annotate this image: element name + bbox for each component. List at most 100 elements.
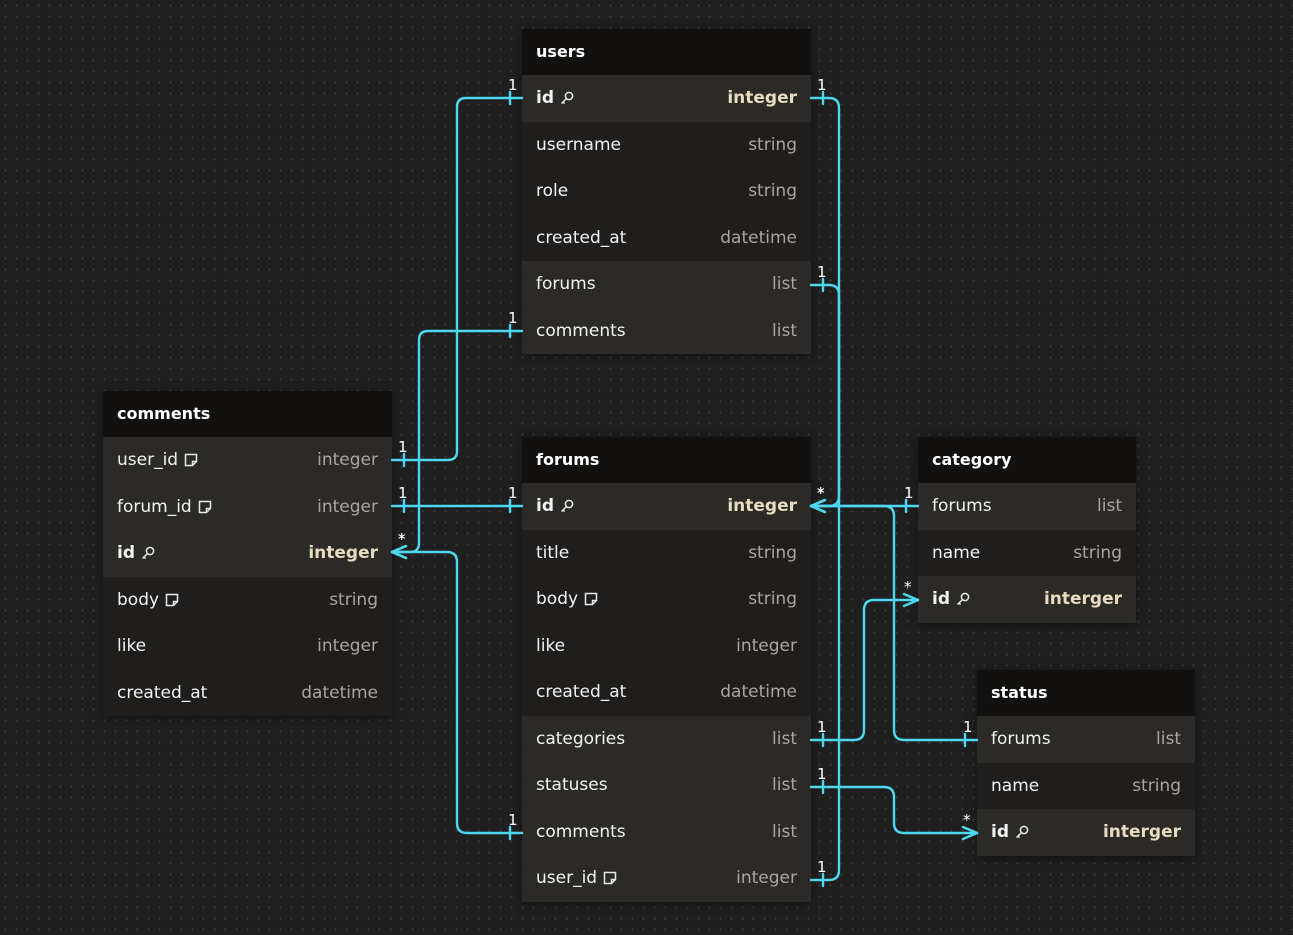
field-name-text: user_id: [536, 868, 598, 889]
key-icon: [1014, 824, 1030, 840]
cardinality-label: *: [817, 484, 825, 502]
cardinality-label: 1: [508, 309, 518, 327]
cardinality-label: *: [817, 484, 825, 502]
field-type: list: [772, 821, 797, 842]
field-type: string: [748, 181, 797, 202]
cardinality-label: *: [398, 530, 406, 548]
cardinality-label: 1: [904, 484, 914, 502]
field-row-comments[interactable]: comments list: [522, 808, 811, 855]
crowfoot-mark: [390, 544, 408, 554]
key-icon: [955, 591, 971, 607]
field-type: integer: [317, 496, 378, 517]
edge-forums-statuses-status-id: [809, 785, 979, 835]
field-type: integer: [317, 450, 378, 471]
field-row-id[interactable]: id integer: [522, 483, 811, 530]
key-icon: [559, 498, 575, 514]
field-name: name: [932, 543, 980, 563]
field-type: integer: [317, 636, 378, 657]
field-type: integer: [727, 496, 797, 517]
field-name-text: name: [991, 775, 1040, 796]
table-header: forums: [522, 437, 811, 483]
note-icon[interactable]: [164, 592, 180, 608]
note-icon[interactable]: [183, 452, 199, 468]
field-name-text: user_id: [117, 450, 179, 471]
cardinality-label: 1: [508, 76, 518, 94]
cardinality-label: 1: [817, 858, 827, 876]
crowfoot-mark: [809, 498, 827, 508]
field-name: title: [536, 543, 569, 563]
crowfoot-mark: [961, 831, 979, 841]
cardinality-label: 1: [817, 765, 827, 783]
table-header: category: [918, 437, 1136, 483]
field-type: list: [772, 728, 797, 749]
note-icon[interactable]: [602, 870, 618, 886]
crowfoot-mark: [809, 498, 827, 508]
edge-users-comments-comments-id: [390, 329, 524, 554]
field-type: string: [748, 134, 797, 155]
field-name: statuses: [536, 775, 608, 795]
field-name-text: id: [932, 589, 950, 610]
field-name: id: [536, 88, 575, 108]
field-row-forums[interactable]: forums list: [522, 261, 811, 308]
field-name-text: forums: [932, 496, 992, 517]
field-name: body: [117, 590, 180, 610]
note-icon[interactable]: [197, 499, 213, 515]
field-name-text: id: [536, 496, 554, 517]
crowfoot-mark: [390, 544, 408, 554]
field-type: integer: [308, 543, 378, 564]
field-name: created_at: [536, 682, 626, 702]
field-name: forums: [932, 496, 992, 516]
crowfoot-mark: [902, 598, 920, 608]
field-name-text: comments: [536, 821, 626, 842]
field-type: integer: [736, 635, 797, 656]
field-name: user_id: [117, 450, 199, 470]
field-name-text: id: [991, 822, 1009, 843]
key-icon: [559, 90, 575, 106]
field-name-text: id: [117, 543, 135, 564]
field-name: forums: [991, 729, 1051, 749]
field-name: user_id: [536, 868, 618, 888]
field-name: created_at: [536, 228, 626, 248]
crowfoot-mark: [809, 504, 827, 514]
field-type: list: [772, 274, 797, 295]
field-name: forums: [536, 274, 596, 294]
field-name-text: created_at: [536, 227, 627, 248]
field-type: integer: [736, 868, 797, 889]
field-row-user-id[interactable]: user_id integer: [522, 855, 811, 902]
note-icon[interactable]: [583, 591, 599, 607]
field-name-text: title: [536, 542, 570, 563]
crowfoot-mark: [809, 498, 827, 508]
crowfoot-mark: [902, 592, 920, 602]
field-row-id[interactable]: id integer: [103, 530, 392, 577]
field-row-user-id[interactable]: user_id integer: [103, 437, 392, 484]
crowfoot-mark: [809, 504, 827, 514]
